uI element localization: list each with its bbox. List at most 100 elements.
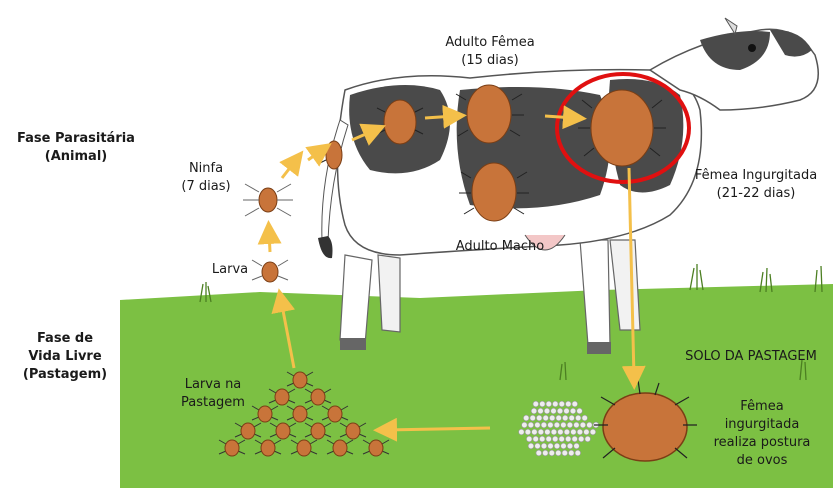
- egg: [587, 422, 593, 428]
- egg: [519, 429, 525, 435]
- phase-free-line-2: Vida Livre: [20, 348, 110, 366]
- egg: [566, 401, 572, 407]
- tick-adult-male: [472, 163, 516, 221]
- egg: [578, 436, 584, 442]
- egg: [561, 443, 567, 449]
- egg: [549, 450, 555, 456]
- egg: [567, 443, 573, 449]
- egg: [545, 429, 551, 435]
- egg: [553, 401, 559, 407]
- egg: [569, 415, 575, 421]
- egg: [558, 429, 564, 435]
- arrow-eggs-to-larvae: [385, 428, 490, 430]
- tick-nymph: [243, 184, 293, 216]
- egg: [543, 415, 549, 421]
- egg: [590, 429, 596, 435]
- egg: [554, 443, 560, 449]
- egg: [554, 422, 560, 428]
- tick-larva: [252, 260, 288, 282]
- tick-tail: [326, 141, 342, 169]
- egg: [580, 422, 586, 428]
- egg-laying-line-2: ingurgitada: [698, 416, 826, 434]
- egg-laying-label: Fêmea ingurgitada realiza postura de ovo…: [698, 398, 826, 470]
- phase-free-line-1: Fase de: [20, 330, 110, 348]
- egg: [548, 443, 554, 449]
- adult-male-label: Adulto Macho: [440, 238, 560, 256]
- engorged-female-title: Fêmea Ingurgitada: [686, 167, 826, 185]
- egg-laying-line-4: de ovos: [698, 452, 826, 470]
- egg: [525, 429, 531, 435]
- larva-pasture-line-1: Larva na: [168, 376, 258, 394]
- arrow-body-to-female: [425, 116, 455, 118]
- egg: [557, 408, 563, 414]
- egg: [546, 401, 552, 407]
- egg: [536, 450, 542, 456]
- nymph-label: Ninfa (7 dias): [176, 160, 236, 196]
- tick-engorged-female: [591, 90, 653, 166]
- egg: [548, 422, 554, 428]
- egg: [535, 443, 541, 449]
- egg: [538, 429, 544, 435]
- phase-free-line-3: (Pastagem): [20, 366, 110, 384]
- egg: [532, 429, 538, 435]
- adult-female-label: Adulto Fêmea (15 dias): [430, 34, 550, 70]
- egg: [530, 415, 536, 421]
- egg: [564, 408, 570, 414]
- egg: [585, 436, 591, 442]
- egg: [572, 401, 578, 407]
- egg: [562, 415, 568, 421]
- egg: [543, 450, 549, 456]
- egg-laying-line-3: realiza postura: [698, 434, 826, 452]
- phase-parasitic-title: Fase Parasitária: [10, 130, 142, 148]
- egg-laying-line-1: Fêmea: [698, 398, 826, 416]
- larva-pasture-line-2: Pastagem: [168, 394, 258, 412]
- egg: [582, 415, 588, 421]
- egg: [556, 450, 562, 456]
- egg: [541, 422, 547, 428]
- egg: [526, 436, 532, 442]
- pasture-soil-label: SOLO DA PASTAGEM: [676, 348, 826, 366]
- egg: [571, 429, 577, 435]
- arrow-nymph-to-tail: [308, 150, 322, 160]
- egg: [535, 422, 541, 428]
- phase-free-living-label: Fase de Vida Livre (Pastagem): [20, 330, 110, 384]
- egg: [575, 450, 581, 456]
- larva-label: Larva: [205, 261, 255, 279]
- egg: [574, 422, 580, 428]
- egg: [551, 408, 557, 414]
- arrow-larva-to-nymph: [269, 232, 270, 252]
- egg: [541, 443, 547, 449]
- engorged-female-label: Fêmea Ingurgitada (21-22 dias): [686, 167, 826, 203]
- egg: [546, 436, 552, 442]
- egg: [564, 429, 570, 435]
- egg: [523, 415, 529, 421]
- phase-parasitic-label: Fase Parasitária (Animal): [10, 130, 142, 166]
- adult-female-days: (15 dias): [430, 52, 550, 70]
- adult-female-title: Adulto Fêmea: [430, 34, 550, 52]
- engorged-female-days: (21-22 dias): [686, 185, 826, 203]
- egg: [561, 422, 567, 428]
- larva-pasture-label: Larva na Pastagem: [168, 376, 258, 412]
- egg: [533, 401, 539, 407]
- egg: [536, 415, 542, 421]
- egg: [528, 422, 534, 428]
- egg: [539, 436, 545, 442]
- egg: [528, 443, 534, 449]
- egg: [569, 450, 575, 456]
- egg: [562, 450, 568, 456]
- egg: [551, 429, 557, 435]
- egg: [556, 415, 562, 421]
- arrow-nymph-to-cow: [282, 160, 296, 178]
- tick-adult-female: [467, 85, 511, 143]
- egg: [567, 422, 573, 428]
- egg: [584, 429, 590, 435]
- egg: [575, 415, 581, 421]
- egg: [577, 429, 583, 435]
- phase-parasitic-sub: (Animal): [10, 148, 142, 166]
- egg: [544, 408, 550, 414]
- egg: [570, 408, 576, 414]
- egg: [559, 401, 565, 407]
- egg: [559, 436, 565, 442]
- nymph-title: Ninfa: [176, 160, 236, 178]
